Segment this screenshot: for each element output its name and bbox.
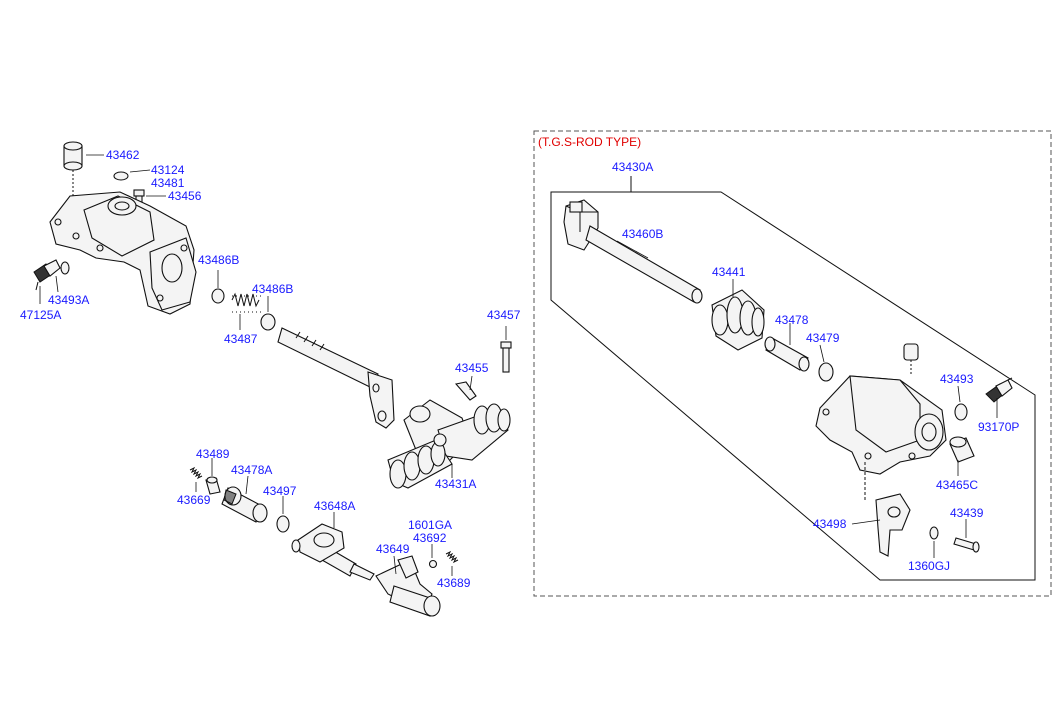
lever-part bbox=[875, 493, 911, 557]
label-1360GJ: 1360GJ bbox=[908, 559, 950, 573]
select-lever-part bbox=[291, 523, 357, 577]
label-43460B: 43460B bbox=[622, 227, 663, 241]
switch-part bbox=[985, 377, 1013, 403]
label-43498: 43498 bbox=[813, 517, 847, 531]
label-43462: 43462 bbox=[106, 148, 140, 162]
assembly-outline bbox=[550, 176, 1036, 581]
small-ring-part bbox=[929, 526, 939, 540]
long-bolt-part bbox=[500, 341, 512, 373]
sensor-part bbox=[33, 259, 61, 291]
label-43689: 43689 bbox=[437, 576, 471, 590]
short-bolt-part bbox=[454, 381, 477, 401]
sleeve-part bbox=[221, 486, 268, 523]
upper-housing-part bbox=[49, 191, 197, 315]
label-43465C: 43465C bbox=[936, 478, 978, 492]
inset-title: (T.G.S-ROD TYPE) bbox=[538, 135, 641, 149]
label-43487: 43487 bbox=[224, 332, 258, 346]
label-43457: 43457 bbox=[487, 308, 521, 322]
label-47125A: 47125A bbox=[20, 308, 61, 322]
plug-part bbox=[205, 476, 221, 495]
label-43479: 43479 bbox=[806, 331, 840, 345]
sensor-washer-part bbox=[60, 261, 70, 275]
knob-part bbox=[63, 141, 83, 200]
seat-part-1 bbox=[211, 288, 225, 304]
label-43478: 43478 bbox=[775, 313, 809, 327]
label-43648A: 43648A bbox=[314, 499, 355, 513]
label-1601GA: 1601GA bbox=[408, 518, 452, 532]
spring-part-3 bbox=[445, 550, 459, 564]
label-43486B-2: 43486B bbox=[252, 282, 293, 296]
select-shaft-part bbox=[349, 555, 441, 617]
label-43456: 43456 bbox=[168, 189, 202, 203]
label-93170P: 93170P bbox=[978, 420, 1019, 434]
spring-part-2 bbox=[189, 466, 203, 480]
oring-part bbox=[113, 171, 129, 181]
label-43493: 43493 bbox=[940, 372, 974, 386]
spring-part-1 bbox=[231, 292, 262, 313]
label-43669: 43669 bbox=[177, 493, 211, 507]
shift-shaft-part bbox=[277, 327, 395, 429]
shift-rod-part bbox=[563, 199, 703, 304]
label-43497: 43497 bbox=[263, 484, 297, 498]
label-43486B-1: 43486B bbox=[198, 253, 239, 267]
label-43489: 43489 bbox=[196, 447, 230, 461]
label-43649: 43649 bbox=[376, 542, 410, 556]
boot-part bbox=[711, 289, 765, 351]
label-43441: 43441 bbox=[712, 265, 746, 279]
label-43478A: 43478A bbox=[231, 463, 272, 477]
bush-part bbox=[764, 336, 810, 372]
shift-unit-part bbox=[387, 399, 511, 489]
seat-part-2 bbox=[260, 313, 276, 331]
label-43493A: 43493A bbox=[48, 293, 89, 307]
inset-border bbox=[533, 130, 1052, 597]
cap-part bbox=[949, 436, 975, 463]
label-43481: 43481 bbox=[151, 176, 185, 190]
label-43439: 43439 bbox=[950, 506, 984, 520]
label-43692: 43692 bbox=[413, 531, 447, 545]
label-43455: 43455 bbox=[455, 361, 489, 375]
pin-part bbox=[953, 537, 980, 553]
label-43430A: 43430A bbox=[612, 160, 653, 174]
ring-part-2 bbox=[276, 515, 290, 533]
label-43124: 43124 bbox=[151, 163, 185, 177]
housing-part bbox=[815, 343, 947, 500]
ball-part bbox=[428, 559, 438, 569]
ring-part bbox=[818, 362, 834, 382]
label-43431A: 43431A bbox=[435, 477, 476, 491]
washer-part bbox=[954, 403, 968, 421]
